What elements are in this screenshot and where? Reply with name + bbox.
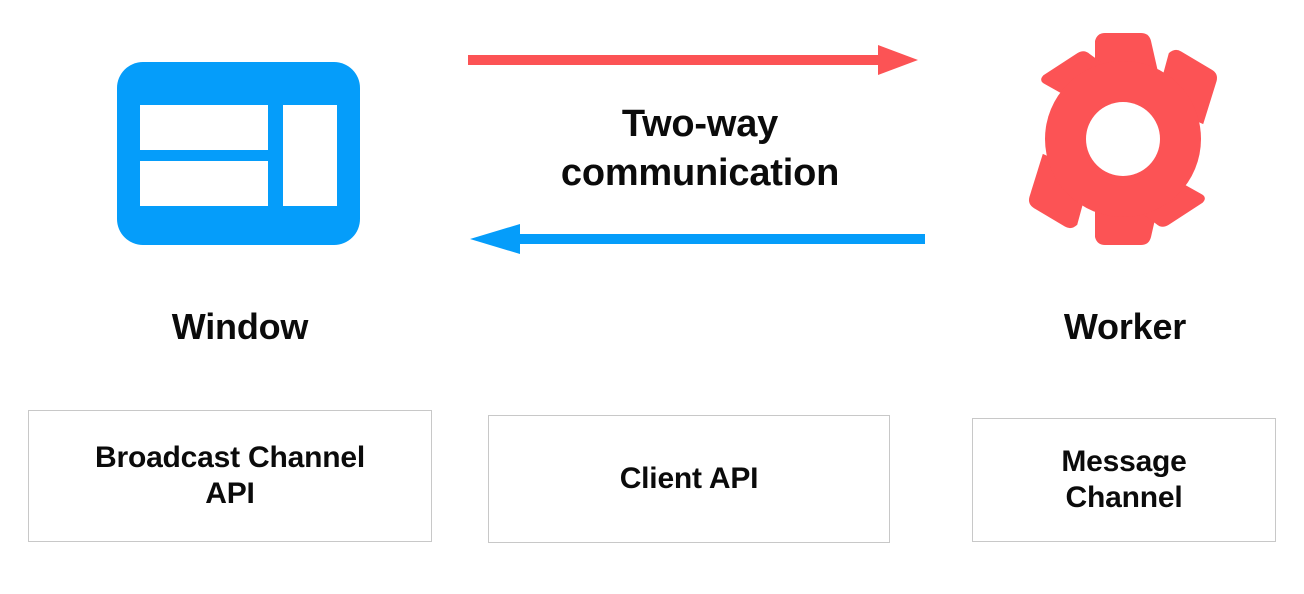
arrow-window-to-worker <box>468 45 918 75</box>
caption-line-2: communication <box>560 151 840 194</box>
window-label: Window <box>171 306 309 347</box>
arrow-worker-to-window <box>470 224 925 254</box>
browser-window-icon <box>117 62 360 245</box>
api-box-client-api: Client API <box>488 415 890 543</box>
api-box-label: Message Channel <box>1061 445 1187 514</box>
api-box-message-channel: Message Channel <box>972 418 1276 542</box>
arrow-layer <box>455 30 945 260</box>
worker-label: Worker <box>1063 306 1187 347</box>
api-box-broadcast-channel-api: Broadcast Channel API <box>28 410 432 542</box>
caption-line-1: Two-way <box>621 103 779 145</box>
two-way-communication-caption: Two-way communication <box>470 100 930 197</box>
gear-icon <box>1017 33 1229 245</box>
api-box-label: Client API <box>619 462 759 495</box>
api-box-label: Broadcast Channel API <box>95 441 365 510</box>
